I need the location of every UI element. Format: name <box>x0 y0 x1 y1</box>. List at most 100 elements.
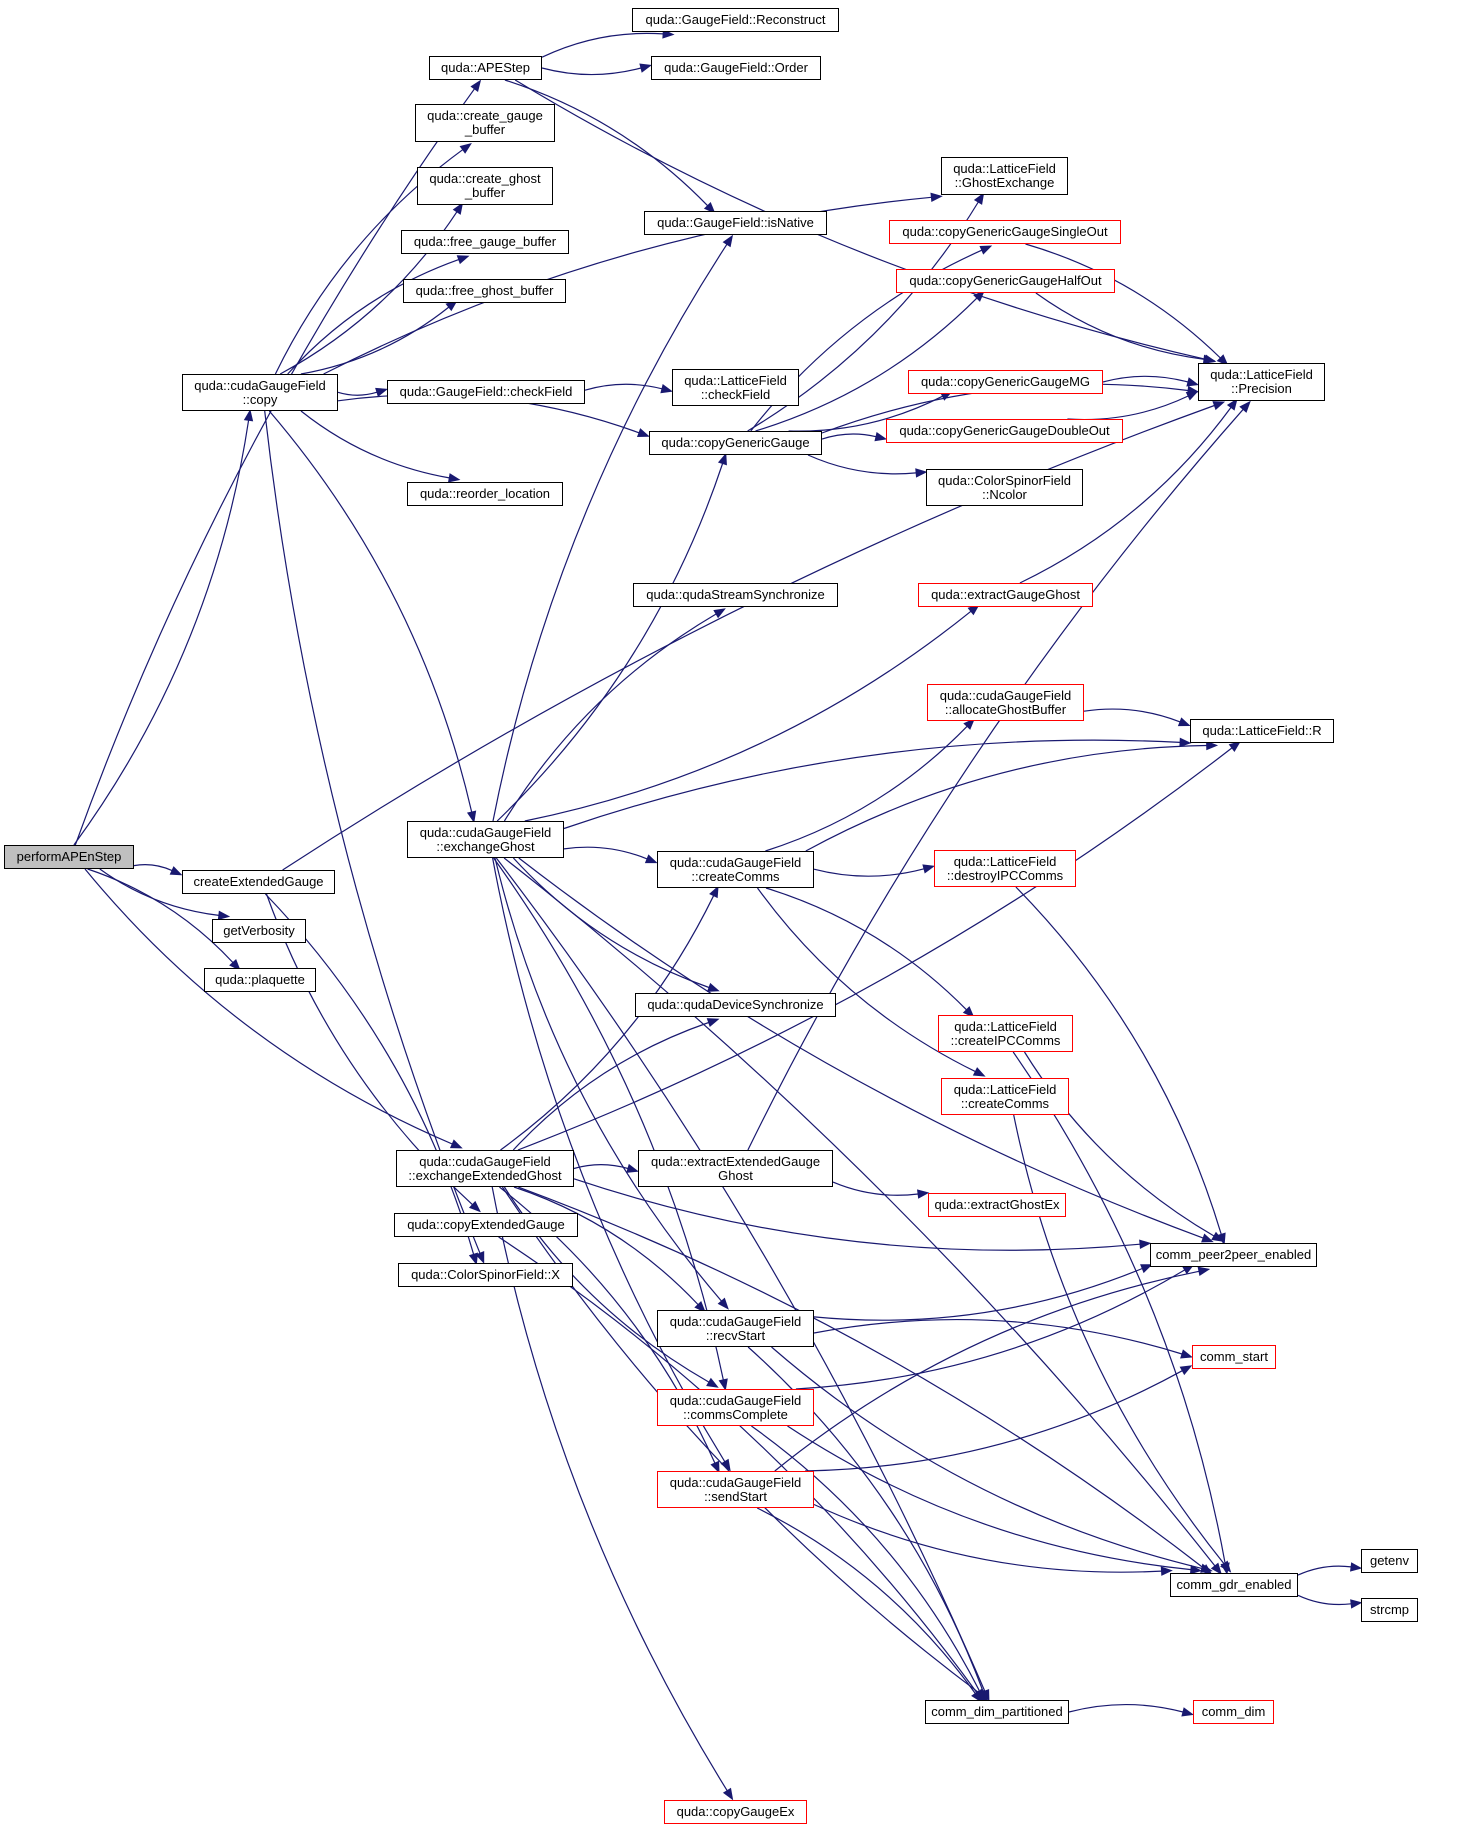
call-edge-copyGenericGauge-to-HalfOut <box>755 297 978 432</box>
call-edge-exchangeExtendedGhost-to-p2p <box>573 1178 1141 1251</box>
node-label: quda::reorder_location <box>419 486 551 501</box>
graph-node-c-s-f-x[interactable]: quda::ColorSpinorField::X <box>398 1263 573 1287</box>
graph-node-strcmp[interactable]: strcmp <box>1361 1598 1418 1622</box>
graph-node-comm-dim[interactable]: comm_dim <box>1193 1700 1274 1724</box>
node-label: quda::APEStep <box>441 60 530 75</box>
graph-node-plaquette[interactable]: quda::plaquette <box>204 968 316 992</box>
node-label: quda::LatticeField <box>953 161 1056 176</box>
graph-node-create-extended-gauge[interactable]: createExtendedGauge <box>182 870 335 894</box>
graph-node-get-verbosity[interactable]: getVerbosity <box>212 919 306 943</box>
graph-node-recv-start[interactable]: quda::cudaGaugeField::recvStart <box>657 1310 814 1347</box>
arrowhead-icon <box>1179 1365 1193 1376</box>
node-label: quda::ColorSpinorField <box>938 472 1071 488</box>
node-label: performAPEnStep <box>16 849 122 864</box>
graph-node-cuda-create-comms[interactable]: quda::cudaGaugeField::createComms <box>657 851 814 888</box>
call-edge-cudaCopy-to-free_ghost_buffer <box>300 306 450 375</box>
call-edge-exchangeGhost-to-cudaCreateComms <box>563 846 648 860</box>
graph-node-p2p[interactable]: comm_peer2peer_enabled <box>1150 1243 1317 1267</box>
graph-node-create-gauge-buffer[interactable]: quda::create_gauge_buffer <box>415 104 555 142</box>
graph-node-quda-device-synchronize[interactable]: quda::qudaDeviceSynchronize <box>635 993 836 1017</box>
node-label: Ghost <box>718 1167 753 1183</box>
arrowhead-icon <box>1200 1563 1213 1573</box>
call-edge-copyExtendedGauge-to-dimPart <box>498 1236 978 1694</box>
arrowhead-icon <box>636 428 650 438</box>
call-edge-performAPEnStep-to-plaquette <box>87 868 234 964</box>
arrowhead-icon <box>722 1787 734 1801</box>
graph-node-ghost-exchange[interactable]: quda::LatticeField::GhostExchange <box>941 157 1068 195</box>
call-edge-sendStart-to-dimPart <box>756 1507 976 1694</box>
arrowhead-icon <box>447 473 461 483</box>
graph-node-dim-part[interactable]: comm_dim_partitioned <box>925 1700 1069 1724</box>
graph-node-m-g[interactable]: quda::copyGenericGaugeMG <box>908 370 1103 394</box>
graph-node-copy-gauge-ex[interactable]: quda::copyGaugeEx <box>664 1800 807 1824</box>
call-edge-commsComplete-to-p2p <box>795 1269 1186 1390</box>
graph-node-extract-ghost-ex[interactable]: quda::extractGhostEx <box>928 1193 1066 1217</box>
graph-node-quda-stream-synchronize[interactable]: quda::qudaStreamSynchronize <box>633 583 838 607</box>
arrowhead-icon <box>874 431 888 442</box>
arrowhead-icon <box>1160 1566 1173 1576</box>
graph-node-create-i-p-c-comms[interactable]: quda::LatticeField::createIPCComms <box>938 1015 1073 1052</box>
arrowhead-icon <box>459 143 472 154</box>
graph-node-is-native[interactable]: quda::GaugeField::isNative <box>644 211 827 235</box>
graph-node-getenv[interactable]: getenv <box>1361 1549 1418 1573</box>
arrowhead-icon <box>1211 1231 1224 1242</box>
arrowhead-icon <box>1139 1239 1152 1249</box>
graph-node-allocate-ghost-buffer[interactable]: quda::cudaGaugeField::allocateGhostBuffe… <box>927 684 1084 721</box>
call-edge-cudaCreateComms-to-LFcreateComms <box>757 887 976 1073</box>
arrowhead-icon <box>703 202 716 214</box>
graph-node-exchange-extended-ghost[interactable]: quda::cudaGaugeField::exchangeExtendedGh… <box>396 1150 574 1187</box>
call-edge-cudaCopy-to-GhostExchange <box>323 196 932 375</box>
call-edge-exchangeGhost-to-sendStart <box>492 857 726 1463</box>
graph-node-reorder-location[interactable]: quda::reorder_location <box>407 482 563 506</box>
call-edge-cudaCopy-to-GFcheckField <box>337 391 378 396</box>
graph-node-order[interactable]: quda::GaugeField::Order <box>651 56 821 80</box>
graph-node-copy-generic-gauge[interactable]: quda::copyGenericGauge <box>649 431 822 455</box>
arrowhead-icon <box>1179 737 1192 748</box>
graph-node-single-out[interactable]: quda::copyGenericGaugeSingleOut <box>889 220 1121 244</box>
graph-node-gdr[interactable]: comm_gdr_enabled <box>1170 1573 1298 1597</box>
arrowhead-icon <box>449 1139 463 1149</box>
node-label: quda::copyGenericGauge <box>661 435 810 450</box>
graph-node-reconstruct[interactable]: quda::GaugeField::Reconstruct <box>632 8 839 32</box>
graph-node-extract-gauge-ghost[interactable]: quda::extractGaugeGhost <box>918 583 1093 607</box>
graph-node-exchange-ghost[interactable]: quda::cudaGaugeField::exchangeGhost <box>407 821 564 858</box>
graph-node-l-fcheck-field[interactable]: quda::LatticeField::checkField <box>672 369 799 406</box>
arrowhead-icon <box>709 885 719 899</box>
call-edge-cudaCopy-to-free_gauge_buffer <box>287 259 459 375</box>
graph-node-destroy-i-p-c-comms[interactable]: quda::LatticeField::destroyIPCComms <box>934 850 1076 887</box>
arrowhead-icon <box>973 192 985 205</box>
call-edge-recvStart-to-p2p <box>813 1267 1143 1321</box>
graph-node-precision[interactable]: quda::LatticeField::Precision <box>1198 363 1325 401</box>
arrowhead-icon <box>466 810 477 824</box>
arrowhead-icon <box>706 1377 719 1388</box>
graph-node-comms-complete[interactable]: quda::cudaGaugeField::commsComplete <box>657 1389 814 1426</box>
call-edge-GFcheckField-to-LFcheckField <box>584 383 663 391</box>
arrowhead-icon <box>660 384 673 394</box>
node-label: quda::LatticeField <box>1210 367 1313 382</box>
arrowhead-icon <box>644 854 658 864</box>
node-label: ::exchangeExtendedGhost <box>408 1167 562 1183</box>
arrowhead-icon <box>1210 1562 1222 1575</box>
call-edge-copyGenericGauge-to-DoubleOut <box>821 433 877 440</box>
call-edge-exchangeGhost-to-gdr <box>503 857 1216 1567</box>
graph-node-g-fcheck-field[interactable]: quda::GaugeField::checkField <box>387 380 585 404</box>
node-label: quda::GaugeField::Order <box>664 60 808 75</box>
node-label: quda::extractGhostEx <box>934 1197 1060 1212</box>
graph-node-double-out[interactable]: quda::copyGenericGaugeDoubleOut <box>886 419 1123 443</box>
graph-node-comm-start[interactable]: comm_start <box>1192 1345 1276 1369</box>
node-label: quda::copyGenericGaugeMG <box>920 374 1091 389</box>
graph-node-cuda-copy[interactable]: quda::cudaGaugeField::copy <box>182 374 338 411</box>
graph-node-free-ghost-buffer[interactable]: quda::free_ghost_buffer <box>403 279 566 303</box>
graph-node-half-out[interactable]: quda::copyGenericGaugeHalfOut <box>896 269 1115 293</box>
graph-node-copy-extended-gauge[interactable]: quda::copyExtendedGauge <box>394 1213 578 1237</box>
graph-node-ncolor[interactable]: quda::ColorSpinorField::Ncolor <box>926 469 1083 506</box>
graph-node-l-fcreate-comms[interactable]: quda::LatticeField::createComms <box>941 1078 1069 1115</box>
node-label: quda::LatticeField::R <box>1202 723 1322 738</box>
graph-node-free-gauge-buffer[interactable]: quda::free_gauge_buffer <box>401 230 569 254</box>
graph-node-a-p-e-step[interactable]: quda::APEStep <box>429 56 542 80</box>
graph-node-create-ghost-buffer[interactable]: quda::create_ghost_buffer <box>417 167 553 205</box>
node-label: quda::extractExtendedGauge <box>650 1153 821 1169</box>
graph-node-send-start[interactable]: quda::cudaGaugeField::sendStart <box>657 1471 814 1508</box>
graph-node-l-f-r[interactable]: quda::LatticeField::R <box>1190 719 1334 743</box>
